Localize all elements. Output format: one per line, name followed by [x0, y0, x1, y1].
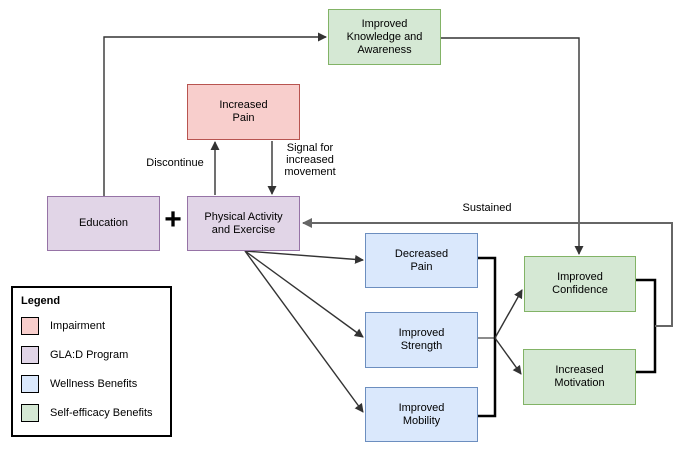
legend-label: Wellness Benefits [50, 378, 138, 390]
plus-operator: + [164, 203, 182, 236]
node-improved-mobility: Improved Mobility [365, 387, 478, 442]
node-improved-knowledge-awareness: Improved Knowledge and Awareness [328, 9, 441, 65]
edge-label-signal-increased-movement: Signal for increased movement [284, 142, 336, 178]
legend: Legend Impairment GLA:D Program Wellness… [11, 286, 172, 437]
legend-swatch-glad-program [21, 346, 39, 364]
legend-label: Self-efficacy Benefits [50, 407, 153, 419]
legend-item-wellness-benefits: Wellness Benefits [21, 375, 164, 393]
legend-swatch-wellness-benefits [21, 375, 39, 393]
node-improved-confidence: Improved Confidence [524, 256, 636, 312]
legend-swatch-self-efficacy-benefits [21, 404, 39, 422]
node-education: Education [47, 196, 160, 251]
legend-item-glad-program: GLA:D Program [21, 346, 164, 364]
legend-label: Impairment [50, 320, 106, 332]
legend-swatch-impairment [21, 317, 39, 335]
edge-label-discontinue: Discontinue [146, 157, 204, 169]
node-improved-strength: Improved Strength [365, 312, 478, 368]
legend-item-impairment: Impairment [21, 317, 164, 335]
node-increased-motivation: Increased Motivation [523, 349, 636, 405]
legend-label: GLA:D Program [50, 349, 129, 361]
node-physical-activity-exercise: Physical Activity and Exercise [187, 196, 300, 251]
node-increased-pain: Increased Pain [187, 84, 300, 140]
legend-title: Legend [21, 295, 61, 307]
node-decreased-pain: Decreased Pain [365, 233, 478, 288]
edge-label-sustained: Sustained [462, 202, 512, 214]
legend-item-self-efficacy-benefits: Self-efficacy Benefits [21, 404, 164, 422]
